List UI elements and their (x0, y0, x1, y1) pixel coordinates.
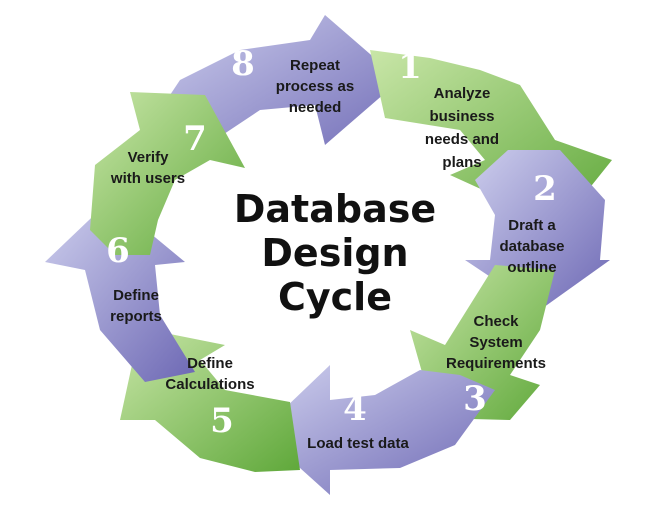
step-number: 3 (463, 379, 487, 419)
step-label-line: reports (110, 308, 162, 325)
step-number: 2 (533, 169, 557, 209)
step-label-line: needed (289, 99, 342, 116)
step-label-line: business (429, 108, 494, 125)
step-label-line: Draft a (508, 217, 556, 234)
step-label-line: Check (473, 313, 519, 330)
arrow-step-4 (260, 365, 495, 495)
step-label-line: database (499, 238, 564, 255)
step-label-line: plans (442, 154, 481, 171)
step-label-line: Verify (128, 149, 170, 166)
step-label-line: System (469, 334, 522, 351)
step-label-line: process as (276, 78, 354, 95)
step-label-line: Repeat (290, 57, 340, 74)
step-label-line: outline (507, 259, 556, 276)
step-label-line: Requirements (446, 355, 546, 372)
step-number: 7 (183, 119, 207, 159)
center-title-line: Cycle (278, 275, 392, 319)
center-title-line: Design (261, 231, 408, 275)
center-title-line: Database (234, 187, 436, 231)
step-label-line: with users (110, 170, 185, 187)
step-label-line: needs and (425, 131, 499, 148)
step-number: 1 (398, 47, 422, 87)
step-number: 5 (210, 401, 234, 441)
step-label-line: Analyze (434, 85, 491, 102)
step-label-line: Define (187, 355, 233, 372)
step-label-line: Load test data (307, 435, 409, 452)
step-label-line: Define (113, 287, 159, 304)
step-8: 8 Repeat process as needed (231, 44, 354, 116)
arrow-step-7 (90, 92, 245, 255)
step-number: 4 (343, 389, 367, 429)
step-number: 8 (231, 44, 255, 84)
cycle-arrows (45, 15, 612, 495)
arrow-step-6 (45, 200, 195, 382)
step-number: 6 (106, 231, 130, 271)
step-label-line: Calculations (165, 376, 254, 393)
